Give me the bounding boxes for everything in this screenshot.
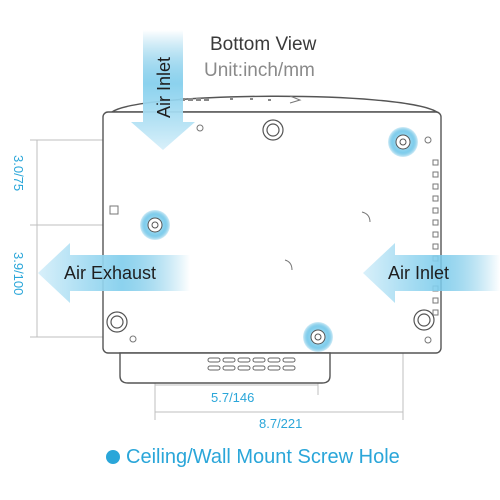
diagram-title: Bottom View: [210, 34, 317, 55]
air-inlet-right-label: Air Inlet: [388, 263, 450, 283]
adjustable-foot: [106, 119, 435, 333]
legend-dot-icon: [106, 450, 120, 464]
air-exhaust-arrow: [38, 243, 190, 303]
dimension-bottom-long: 8.7/221: [259, 416, 303, 431]
air-exhaust-label: Air Exhaust: [64, 263, 157, 283]
lens-cover: [109, 95, 440, 113]
mount-screw-hole: [140, 127, 418, 352]
dimension-left-lower: 3.9/100: [11, 252, 26, 296]
air-inlet-right-arrow: [363, 243, 500, 303]
dimension-left-upper: 3.0/75: [11, 155, 26, 192]
dimension-bottom-short: 5.7/146: [211, 390, 255, 405]
air-inlet-top-arrow: [131, 30, 195, 150]
air-inlet-top-label: Air Inlet: [154, 56, 174, 118]
unit-label: Unit:inch/mm: [204, 60, 315, 81]
legend-label: Ceiling/Wall Mount Screw Hole: [126, 446, 400, 468]
bottom-vent-grille: [207, 357, 296, 371]
